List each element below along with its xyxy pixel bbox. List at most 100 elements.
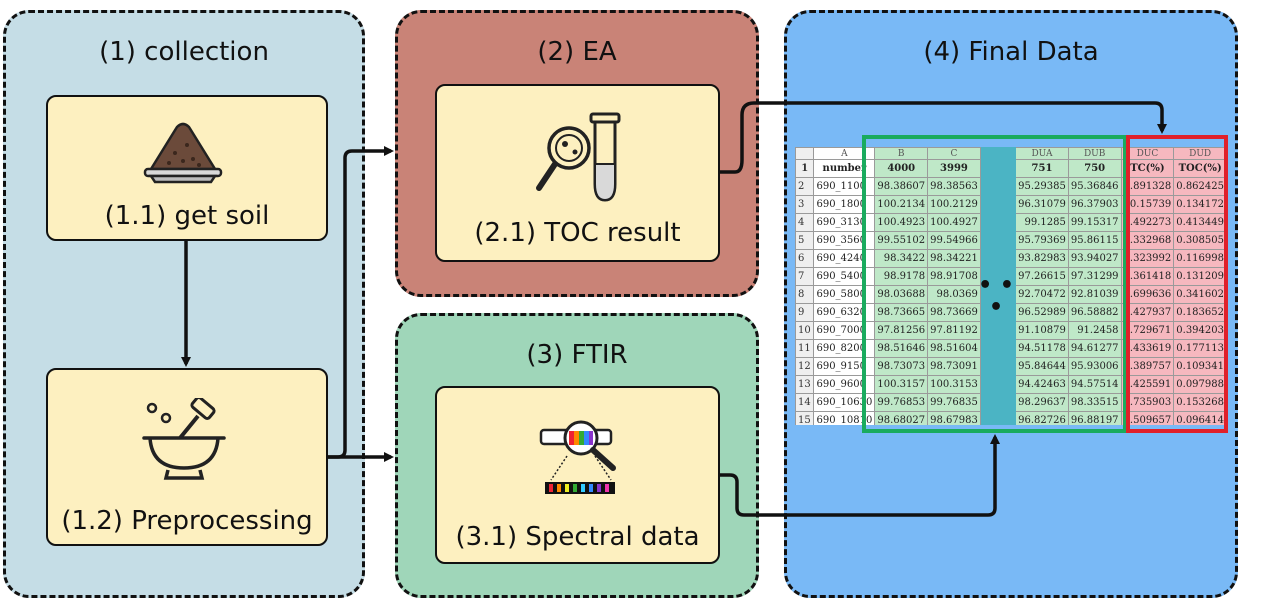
toc-value: 0.131209 [1173, 267, 1227, 286]
value-3999: 99.76835 [927, 393, 981, 412]
sample-id: 690_5400 [813, 267, 876, 286]
value-4000: 98.73073 [874, 357, 929, 376]
value-751: 95.84644 [1015, 357, 1069, 376]
toc-value: 0.177113 [1173, 339, 1227, 358]
panel-title-final-data: (4) Final Data [923, 37, 1099, 67]
header-4000: 4000 [874, 159, 929, 178]
value-750: 95.86115 [1067, 231, 1122, 250]
step-label-toc-result: (2.1) TOC result [474, 218, 681, 248]
value-750: 99.15317 [1067, 213, 1122, 232]
value-3999: 98.51604 [927, 339, 981, 358]
col-gap [979, 411, 1017, 425]
value-750: 97.31299 [1067, 267, 1122, 286]
value-750: 98.33515 [1067, 393, 1122, 412]
ellipsis: • • • [978, 273, 1014, 320]
sample-id: 690_5800 [813, 285, 876, 304]
tc-value: 0.15739 [1120, 195, 1175, 214]
sample-id: 690_3560 [813, 231, 876, 250]
value-751: 94.42463 [1015, 375, 1069, 394]
header-3999: 3999 [927, 159, 981, 178]
toc-value: 0.134172 [1173, 195, 1227, 214]
value-4000: 99.55102 [874, 231, 929, 250]
col-letter-b: B [874, 147, 929, 160]
row-number: 11 [795, 339, 815, 358]
soil-pile-icon [143, 122, 223, 184]
value-750: 91.2458 [1067, 321, 1122, 340]
tc-value: 0.425591 [1120, 375, 1175, 394]
value-750: 96.88197 [1067, 411, 1122, 425]
col-gap [979, 393, 1017, 412]
col-gap [979, 195, 1017, 214]
value-750: 96.58882 [1067, 303, 1122, 322]
spectrum-magnifier-icon [539, 420, 616, 494]
sample-id: 690_1800 [813, 195, 876, 214]
step-toc-result: (2.1) TOC result [435, 84, 720, 262]
col-gap [979, 321, 1017, 340]
step-label-spectral-data: (3.1) Spectral data [455, 522, 700, 552]
step-spectral-data: (3.1) Spectral data [435, 386, 720, 564]
col-gap [979, 159, 1017, 178]
mortar-pestle-icon [142, 398, 226, 480]
col-letter-a: A [813, 147, 876, 160]
column-letter-row: A B C DUA DUB DUC DUD [795, 147, 1227, 160]
col-gap [979, 339, 1017, 358]
value-751: 96.82726 [1015, 411, 1069, 425]
tc-value: 0.492273 [1120, 213, 1175, 232]
row-number: 5 [795, 231, 815, 250]
toc-value: 0.308505 [1173, 231, 1227, 250]
value-750: 95.36846 [1067, 177, 1122, 196]
col-gap [979, 231, 1017, 250]
row-number: 6 [795, 249, 815, 268]
row-number: 12 [795, 357, 815, 376]
header-750: 750 [1067, 159, 1122, 178]
row-number: 3 [795, 195, 815, 214]
value-750: 94.61277 [1067, 339, 1122, 358]
step-get-soil: (1.1) get soil [46, 95, 328, 241]
value-4000: 98.03688 [874, 285, 929, 304]
value-751: 95.79369 [1015, 231, 1069, 250]
sample-id: 690_6320 [813, 303, 876, 322]
row-number: 7 [795, 267, 815, 286]
value-4000: 98.9178 [874, 267, 929, 286]
col-gap [979, 177, 1017, 196]
test-tube-magnifier-icon [536, 112, 621, 202]
value-4000: 98.73665 [874, 303, 929, 322]
tc-value: 0.699636 [1120, 285, 1175, 304]
toc-value: 0.413449 [1173, 213, 1227, 232]
tc-value: 0.735903 [1120, 393, 1175, 412]
value-4000: 98.38607 [874, 177, 929, 196]
value-4000: 100.4923 [874, 213, 929, 232]
toc-value: 0.109341 [1173, 357, 1227, 376]
col-gap [979, 357, 1017, 376]
value-3999: 98.67983 [927, 411, 981, 425]
sample-id: 690_9600 [813, 375, 876, 394]
header-number: number [813, 159, 876, 178]
col-letter-duc: DUC [1120, 147, 1175, 160]
final-data-spreadsheet: A B C DUA DUB DUC DUD 1 number 4000 3999… [795, 147, 1227, 425]
row-number: 10 [795, 321, 815, 340]
toc-value: 0.116998 [1173, 249, 1227, 268]
sample-id: 690_10810 [813, 411, 876, 425]
tc-value: 0.433619 [1120, 339, 1175, 358]
sample-id: 690_9150 [813, 357, 876, 376]
toc-value: 0.862425 [1173, 177, 1227, 196]
value-4000: 97.81256 [874, 321, 929, 340]
tc-value: 0.323992 [1120, 249, 1175, 268]
value-750: 92.81039 [1067, 285, 1122, 304]
row-number: 1 [795, 159, 815, 178]
value-3999: 99.54966 [927, 231, 981, 250]
value-4000: 98.68027 [874, 411, 929, 425]
value-3999: 98.34221 [927, 249, 981, 268]
row-number: 9 [795, 303, 815, 322]
toc-value: 0.097988 [1173, 375, 1227, 394]
value-3999: 98.73091 [927, 357, 981, 376]
step-label-preprocessing: (1.2) Preprocessing [61, 506, 313, 536]
toc-value: 0.096414 [1173, 411, 1227, 425]
